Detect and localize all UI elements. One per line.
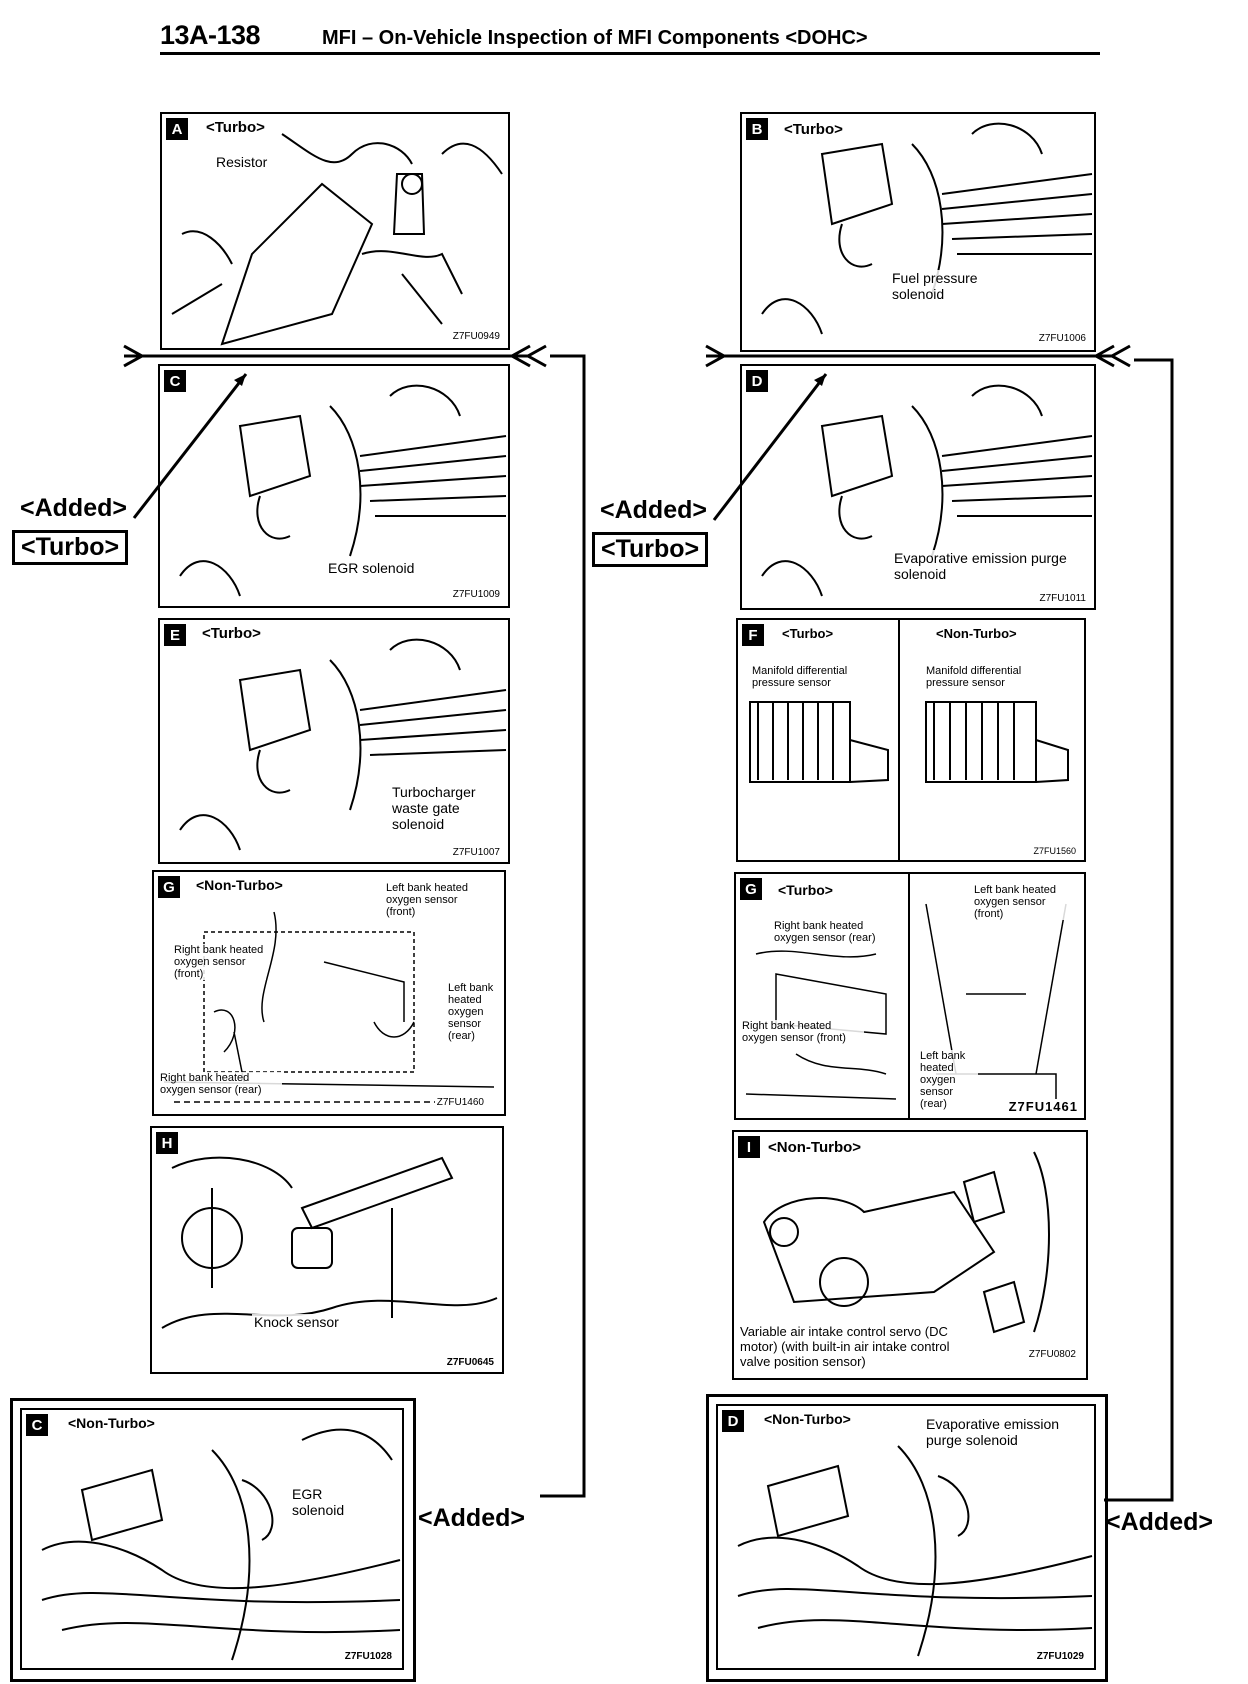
panel-letter: C <box>164 370 186 392</box>
turbo-box-right: <Turbo> <box>592 532 709 567</box>
figure-code: Z7FU1009 <box>450 589 502 600</box>
engine-illustration <box>762 1151 1050 1334</box>
callout-label: Evaporative emission purge solenoid <box>924 1416 1078 1448</box>
callout-right-bank-rear: Right bank heated oxygen sensor (rear) <box>772 920 896 944</box>
panel-f-map-sensor: F <Turbo> Manifold differential pressure… <box>736 618 1086 862</box>
added-note-right-upper: <Added> <box>600 496 707 524</box>
engine-illustration <box>171 133 503 346</box>
panel-letter: I <box>738 1136 760 1158</box>
callout-right-bank-front: Right bank heated oxygen sensor (front) <box>172 944 266 980</box>
panel-h-knock-sensor: H Knock sensor Z7FU0645 <box>150 1126 504 1374</box>
panel-letter: F <box>742 624 764 646</box>
panel-letter: A <box>166 118 188 140</box>
panel-letter: H <box>156 1132 178 1154</box>
page-number: 13A-138 <box>160 20 261 50</box>
panel-i-air-intake-servo: I <Non-Turbo> Variable air intake contro… <box>732 1130 1088 1380</box>
callout-label: EGR solenoid <box>326 560 417 576</box>
callout-label: Fuel pressure solenoid <box>890 270 1004 302</box>
callout-right-bank-front: Right bank heated oxygen sensor (front) <box>740 1020 864 1044</box>
callout-left-bank-rear: Left bank heated oxygen sensor (rear) <box>446 982 504 1042</box>
added-note-left-lower: <Added> <box>418 1504 525 1532</box>
panel-tag: <Non-Turbo> <box>66 1415 157 1431</box>
callout-label: Resistor <box>214 154 270 170</box>
added-note-right-lower: <Added> <box>1106 1508 1213 1536</box>
callout-label: EGR solenoid <box>290 1486 364 1518</box>
panel-tag: <Non-Turbo> <box>194 877 285 893</box>
added-frame-c-non-turbo <box>10 1398 416 1682</box>
figure-code: Z7FU1460 <box>434 1097 486 1108</box>
page-header: 13A-138 MFI – On-Vehicle Inspection of M… <box>160 18 1100 58</box>
engine-illustration <box>179 638 507 851</box>
turbo-box-left: <Turbo> <box>12 530 129 565</box>
figure-code: Z7FU1028 <box>342 1651 394 1662</box>
engine-illustration <box>737 1445 1093 1657</box>
callout-left-bank-rear: Left bank heated oxygen sensor (rear) <box>918 1050 978 1110</box>
panel-divider <box>898 620 900 860</box>
panel-letter: B <box>746 118 768 140</box>
panel-b-fuel-pressure-solenoid: B <Turbo> Fuel pressure solenoid Z7FU100… <box>740 112 1096 352</box>
callout-label-non-turbo: Manifold differential pressure sensor <box>924 665 1058 689</box>
panel-tag: <Turbo> <box>204 119 267 136</box>
panel-g-oxygen-sensors-non-turbo: G <Non-Turbo> Left bank heated oxygen se… <box>152 870 506 1116</box>
panel-letter: G <box>740 878 762 900</box>
callout-label: Knock sensor <box>252 1314 341 1330</box>
added-note-left-upper: <Added> <box>20 494 127 522</box>
panel-letter: G <box>158 876 180 898</box>
panel-tag-turbo: <Turbo> <box>780 626 836 641</box>
callout-left-bank-front: Left bank heated oxygen sensor (front) <box>972 884 1076 920</box>
callout-right-bank-rear: Right bank heated oxygen sensor (rear) <box>158 1072 282 1096</box>
panel-letter: D <box>746 370 768 392</box>
figure-code: Z7FU1011 <box>1037 593 1088 604</box>
panel-g-oxygen-sensors-turbo: G <Turbo> Right bank heated oxygen senso… <box>734 872 1086 1120</box>
panel-tag: <Non-Turbo> <box>762 1411 853 1427</box>
figure-code: Z7FU1006 <box>1036 333 1088 344</box>
callout-left-bank-front: Left bank heated oxygen sensor (front) <box>384 882 478 918</box>
figure-code: Z7FU1560 <box>1031 846 1078 856</box>
engine-illustration <box>41 1428 401 1661</box>
figure-code: Z7FU0645 <box>444 1357 496 1368</box>
panel-d-evap-purge-solenoid-non-turbo: D <Non-Turbo> Evaporative emission purge… <box>716 1404 1096 1670</box>
figure-code: Z7FU1029 <box>1034 1651 1086 1662</box>
figure-code: Z7FU0949 <box>450 331 502 342</box>
panel-tag: <Non-Turbo> <box>766 1139 864 1156</box>
panel-c-egr-solenoid-turbo: C EGR solenoid Z7FU1009 <box>158 364 510 608</box>
figure-code: Z7FU1461 <box>1006 1099 1080 1114</box>
callout-label-turbo: Manifold differential pressure sensor <box>750 665 884 689</box>
panel-tag: <Turbo> <box>776 882 835 898</box>
figure-code: Z7FU0802 <box>1026 1349 1078 1360</box>
panel-e-waste-gate-solenoid: E <Turbo> Turbocharger waste gate soleno… <box>158 618 510 864</box>
engine-illustration <box>761 384 1093 597</box>
panel-c-egr-solenoid-non-turbo: C <Non-Turbo> EGR solenoid Z7FU1028 <box>20 1408 404 1670</box>
header-rule <box>160 52 1100 55</box>
callout-label: Variable air intake control servo (DC mo… <box>738 1324 982 1369</box>
panel-a-resistor: A <Turbo> Resistor Z7FU0949 <box>160 112 510 350</box>
engine-illustration <box>161 1156 498 1329</box>
callout-label: Turbocharger waste gate solenoid <box>390 784 504 832</box>
added-frame-d-non-turbo <box>706 1394 1108 1682</box>
page-title: MFI – On-Vehicle Inspection of MFI Compo… <box>322 27 868 49</box>
panel-letter: E <box>164 624 186 646</box>
engine-illustration <box>761 122 1093 335</box>
panel-tag: <Turbo> <box>200 625 263 642</box>
panel-divider <box>908 874 910 1118</box>
panel-tag-non-turbo: <Non-Turbo> <box>934 626 1019 641</box>
panel-letter: D <box>722 1410 744 1432</box>
callout-label: Evaporative emission purge solenoid <box>892 550 1076 582</box>
panel-d-evap-purge-solenoid-turbo: D Evaporative emission purge solenoid Z7… <box>740 364 1096 610</box>
engine-illustration <box>749 701 1069 783</box>
figure-code: Z7FU1007 <box>450 847 502 858</box>
panel-tag: <Turbo> <box>782 121 845 138</box>
panel-letter: C <box>26 1414 48 1436</box>
